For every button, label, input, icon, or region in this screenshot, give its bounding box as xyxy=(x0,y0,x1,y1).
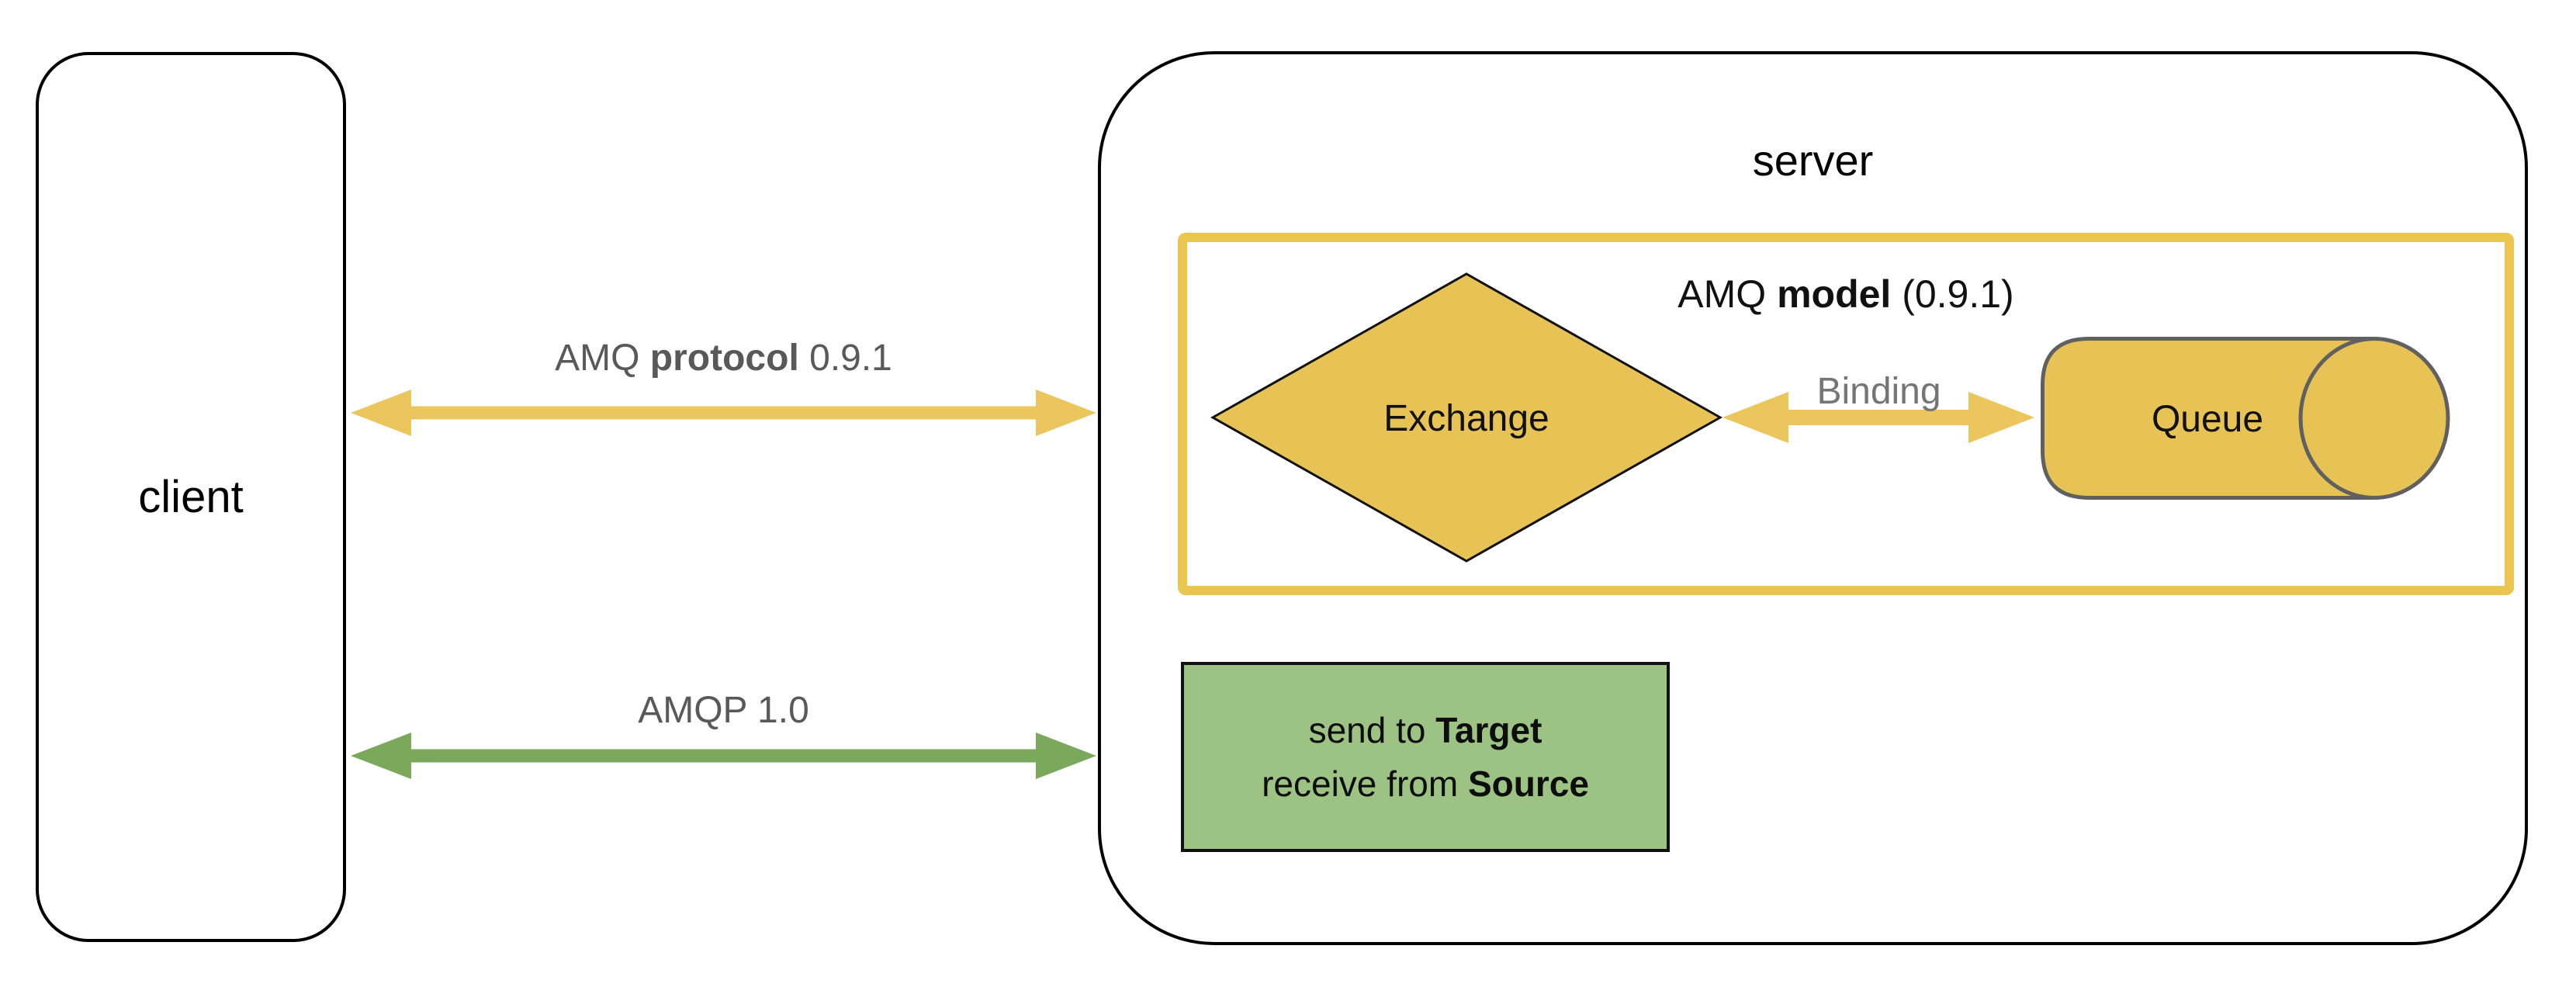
amq-protocol-label-bold: protocol xyxy=(649,338,799,379)
queue-cylinder-face xyxy=(2298,337,2450,500)
server-label: server xyxy=(1752,136,1874,185)
amq-protocol-label-suffix: 0.9.1 xyxy=(798,338,892,379)
queue-label: Queue xyxy=(2151,399,2264,440)
amqp10-label: AMQP 1.0 xyxy=(638,690,809,731)
queue-cylinder-body xyxy=(2041,337,2374,500)
exchange-diamond xyxy=(1210,272,1723,563)
amqp-node-box: send to Target receive from Source xyxy=(1181,662,1670,852)
client-label: client xyxy=(138,472,244,522)
amq-protocol-label-prefix: AMQ xyxy=(555,338,650,379)
amqp-node-line2: receive from Source xyxy=(1262,757,1589,811)
amq-model-title: AMQ model (0.9.1) xyxy=(1178,272,2514,317)
binding-arrow xyxy=(1723,392,2034,443)
amqp-node-line1-bold: Target xyxy=(1435,709,1542,750)
amqp-node-line1: send to Target xyxy=(1309,704,1542,757)
amq-model-box xyxy=(1178,233,2514,595)
server-box xyxy=(1098,51,2528,945)
client-box: client xyxy=(36,52,346,942)
amqp-node-line2-bold: Source xyxy=(1467,763,1589,804)
amq-model-title-bold: model xyxy=(1777,272,1892,316)
queue-cylinder xyxy=(2041,337,2450,500)
amq-protocol-arrow xyxy=(351,390,1096,436)
exchange-label: Exchange xyxy=(1383,398,1549,439)
amqp10-arrow xyxy=(351,733,1096,779)
amqp-node-line1-prefix: send to xyxy=(1308,709,1436,750)
amq-model-title-prefix: AMQ xyxy=(1678,272,1778,316)
amq-protocol-label: AMQ protocol 0.9.1 xyxy=(351,337,1096,379)
amq-model-title-suffix: (0.9.1) xyxy=(1891,272,2014,316)
amqp-node-line2-prefix: receive from xyxy=(1262,763,1468,804)
binding-label: Binding xyxy=(1816,371,1941,412)
